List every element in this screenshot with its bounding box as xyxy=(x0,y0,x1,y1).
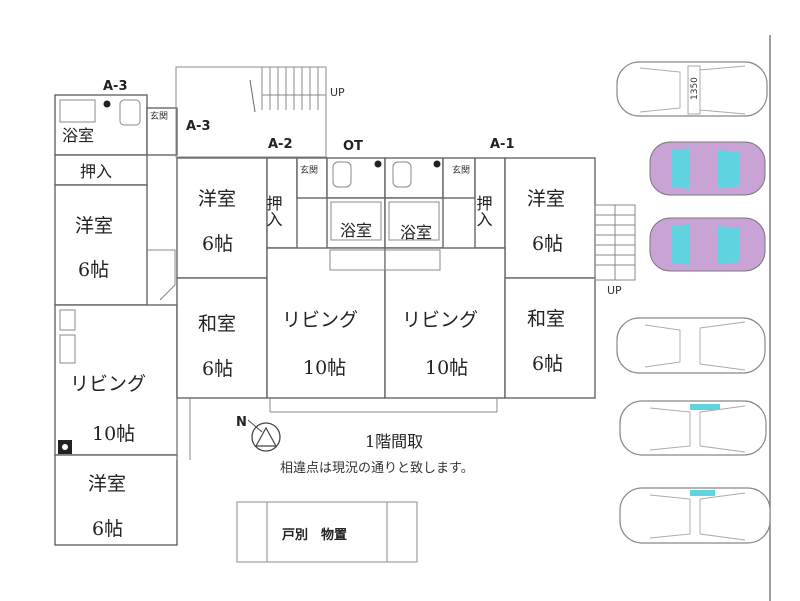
a3-western2-label: 洋室 xyxy=(88,473,126,495)
a3-western-label: 洋室 xyxy=(75,215,113,237)
parking-car-4 xyxy=(616,317,766,374)
a2-living-size: 10帖 xyxy=(303,357,346,379)
unit-a3 xyxy=(54,94,191,546)
up-label-top: UP xyxy=(330,86,345,99)
compass-n-label: N xyxy=(236,415,247,430)
parking-car-1: 1350 xyxy=(616,61,768,117)
storage-label: 戸別 物置 xyxy=(282,527,347,543)
a1-western-room xyxy=(504,157,596,279)
a3-bath-label: 浴室 xyxy=(62,126,94,145)
a2-western-label: 洋室 xyxy=(198,188,236,210)
a1-japanese-label: 和室 xyxy=(527,308,565,330)
a3-western-size: 6帖 xyxy=(78,259,109,281)
parking-car-2 xyxy=(649,141,766,196)
a1-living-room xyxy=(384,247,506,399)
plan-disclaimer: 相違点は現況の通りと致します。 xyxy=(280,461,474,476)
unit-label-a3: A-3 xyxy=(103,79,128,94)
unit-label-a3-entrance: A-3 xyxy=(186,119,211,134)
a2-western-room xyxy=(176,157,268,279)
a2-bath-label: 浴室 xyxy=(340,221,372,240)
right-stair xyxy=(594,204,636,281)
a1-western-size: 6帖 xyxy=(532,233,563,255)
a2-western-size: 6帖 xyxy=(202,233,233,255)
parking-car-5 xyxy=(619,400,767,456)
a2-entrance-label: 玄関 xyxy=(300,164,318,176)
a3-closet xyxy=(54,154,148,186)
up-label-right: UP xyxy=(607,284,622,297)
a3-western-room xyxy=(54,184,148,306)
a1-entrance xyxy=(442,157,476,199)
a3-entrance-label: 玄関 xyxy=(150,110,168,122)
a1-japanese-room xyxy=(504,277,596,399)
a3-western-room-2 xyxy=(54,454,178,546)
a3-entrance xyxy=(146,107,178,156)
ot-label: OT xyxy=(343,139,363,154)
unit-label-a2: A-2 xyxy=(268,137,293,152)
unit-a1 xyxy=(384,157,596,399)
a2-entrance xyxy=(296,157,328,199)
a2-japanese-label: 和室 xyxy=(198,313,236,335)
a2-closet xyxy=(266,157,298,249)
a1-bath-label: 浴室 xyxy=(400,223,432,242)
central-stair xyxy=(175,66,327,158)
plate-number: 1350 xyxy=(690,77,700,100)
a1-living-label: リビング xyxy=(402,309,478,331)
unit-label-a1: A-1 xyxy=(490,137,515,152)
a3-living-label: リビング xyxy=(70,373,146,395)
unit-a2 xyxy=(176,157,400,399)
a1-western-label: 洋室 xyxy=(527,188,565,210)
a3-western2-size: 6帖 xyxy=(92,518,123,540)
a3-living-size: 10帖 xyxy=(92,423,135,445)
a2-japanese-room xyxy=(176,277,268,399)
a2-living-room xyxy=(266,247,386,399)
plan-title: 1階間取 xyxy=(365,432,423,451)
a1-closet-label: 押入 xyxy=(474,195,493,227)
parking-car-6 xyxy=(619,487,771,544)
a1-japanese-size: 6帖 xyxy=(532,353,563,375)
a3-closet-label: 押入 xyxy=(80,162,112,181)
parking-car-3 xyxy=(649,217,766,272)
a1-living-size: 10帖 xyxy=(425,357,468,379)
a2-japanese-size: 6帖 xyxy=(202,358,233,380)
storage-shed xyxy=(236,501,418,563)
a2-closet-label: 押入 xyxy=(264,195,283,227)
a1-entrance-label: 玄関 xyxy=(452,164,470,176)
compass-icon xyxy=(247,419,281,452)
a2-living-label: リビング xyxy=(282,309,358,331)
